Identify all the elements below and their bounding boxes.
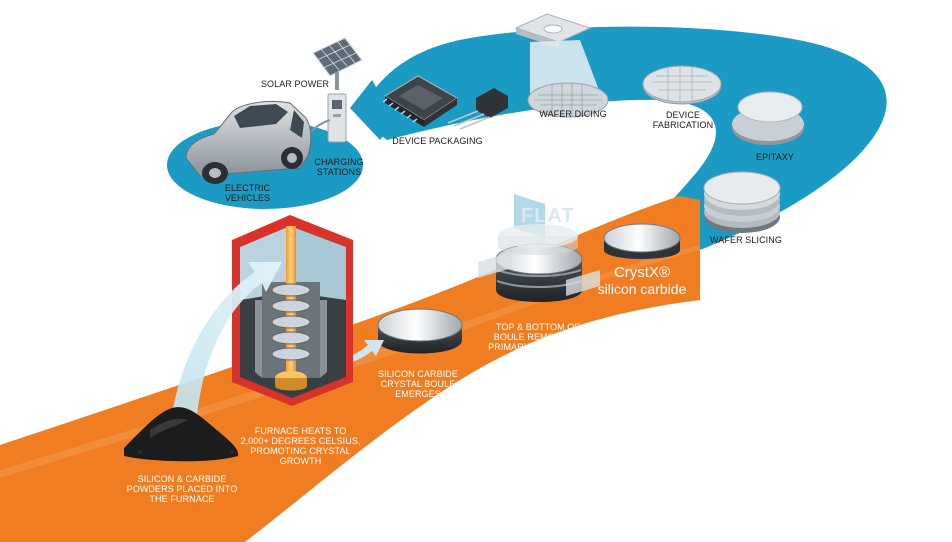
label-wafer-slicing: WAFER SLICING — [710, 235, 782, 245]
label-furnace-line1: FURNACE HEATS TO — [254, 426, 347, 436]
charging-station-icon — [305, 93, 347, 143]
wafer-dicing-icon — [514, 13, 609, 118]
label-boule-emerges-line2: CRYSTAL BOULE — [380, 379, 456, 389]
label-electric-vehicles-line2: VEHICLES — [224, 193, 271, 203]
label-electric-vehicles: ELECTRIC VEHICLES — [220, 183, 275, 203]
label-flat: FLAT — [521, 205, 575, 227]
powder-pile-icon — [124, 407, 239, 462]
label-powders-line2: POWDERS PLACED INTO — [126, 484, 238, 494]
crystx-brand-subtitle: silicon carbide — [597, 281, 687, 297]
crystx-brand: CrystX® silicon carbide — [582, 264, 702, 297]
label-top-bottom-removed: TOP & BOTTOM OF BOULE REMOVED & PRIMARY … — [478, 322, 598, 352]
label-furnace-line3: PROMOTING CRYSTAL — [250, 446, 351, 456]
label-powders-line1: SILICON & CARBIDE — [137, 474, 227, 484]
crystx-brand-name: CrystX® — [613, 264, 671, 281]
label-boule-emerges-line3: EMERGES — [395, 389, 441, 399]
furnace-icon — [232, 215, 353, 406]
boule-trimmed-icon — [478, 194, 600, 302]
blue-road-arrowhead — [350, 80, 395, 140]
label-top-bottom-line1: TOP & BOTTOM OF — [495, 322, 580, 332]
boule-icon — [377, 308, 463, 354]
car-icon — [185, 100, 312, 184]
label-solar-power: SOLAR POWER — [260, 79, 330, 89]
wafer-stack-icon — [703, 171, 781, 233]
label-electric-vehicles-line1: ELECTRIC — [224, 183, 271, 193]
transistor-icon — [447, 88, 508, 130]
label-charging-stations-line1: CHARGING — [314, 157, 364, 167]
label-device-packaging: DEVICE PACKAGING — [392, 136, 483, 146]
label-charging-stations-line2: STATIONS — [316, 167, 362, 177]
label-top-bottom-line2: BOULE REMOVED & — [493, 332, 583, 342]
label-device-fabrication-line1: DEVICE — [665, 110, 701, 120]
label-powders: SILICON & CARBIDE POWDERS PLACED INTO TH… — [122, 474, 242, 504]
label-furnace-line2: 2,000+ DEGREES CELSIUS, — [240, 436, 361, 446]
label-device-fabrication: DEVICE FABRICATION — [648, 110, 718, 130]
label-furnace-heats: FURNACE HEATS TO 2,000+ DEGREES CELSIUS,… — [238, 426, 363, 466]
powder-to-furnace-arrow — [170, 262, 282, 428]
crystx-wafer-icon — [603, 223, 681, 259]
label-boule-emerges: SILICON CARBIDE CRYSTAL BOULE EMERGES — [368, 369, 468, 399]
label-wafer-dicing: WAFER DICING — [539, 109, 607, 119]
label-powders-line3: THE FURNACE — [149, 494, 215, 504]
wafer-icon — [642, 65, 722, 105]
solar-panel-icon — [312, 37, 363, 90]
label-furnace-line4: GROWTH — [279, 456, 322, 466]
chip-icon — [382, 75, 458, 127]
label-charging-stations: CHARGING STATIONS — [309, 157, 369, 177]
label-boule-emerges-line1: SILICON CARBIDE — [377, 369, 459, 379]
epitaxy-icon — [732, 91, 804, 145]
label-device-fabrication-line2: FABRICATION — [652, 120, 714, 130]
label-epitaxy: EPITAXY — [755, 152, 795, 162]
label-top-bottom-line3: PRIMARY FLAT ADDED — [488, 342, 588, 352]
